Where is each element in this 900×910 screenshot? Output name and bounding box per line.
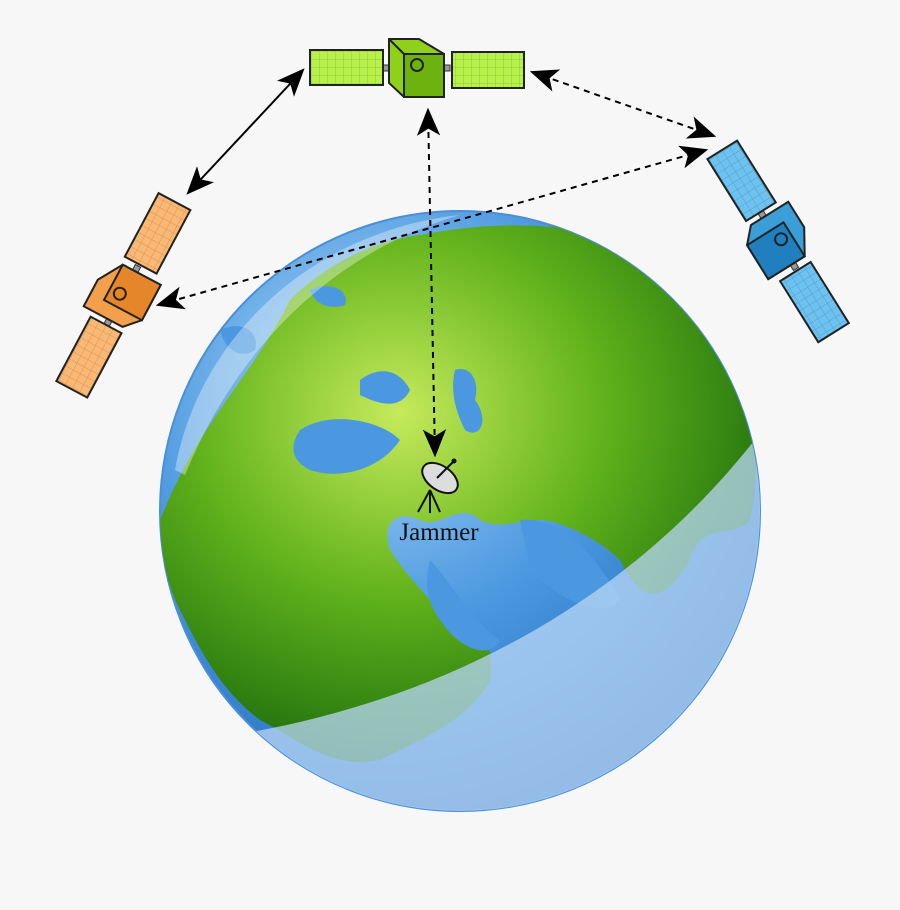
link-orange-blue	[155, 145, 709, 310]
satellite-orange	[54, 191, 192, 399]
satellite-green	[309, 38, 525, 98]
link-orange-green	[186, 68, 305, 195]
link-green-blue	[529, 69, 717, 139]
satellite-blue	[706, 139, 851, 344]
earth-globe	[159, 210, 761, 812]
jammer-dish-icon	[417, 458, 459, 513]
jammer-label: Jammer	[399, 519, 479, 546]
links	[155, 68, 717, 458]
